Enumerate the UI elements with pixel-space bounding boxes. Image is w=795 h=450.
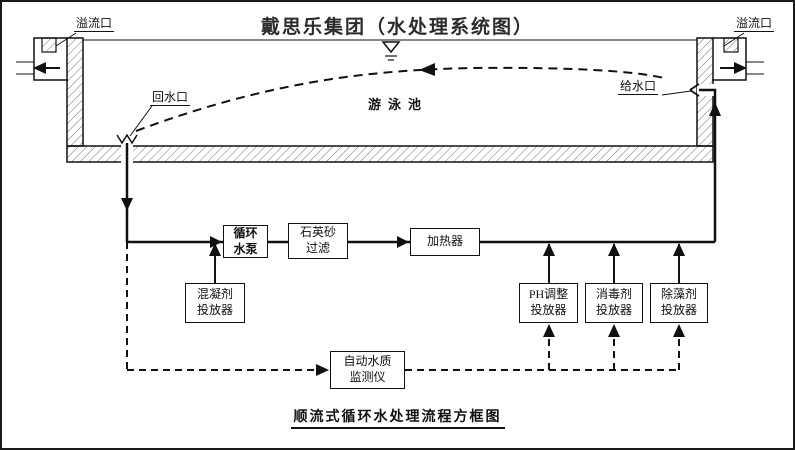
supply-nozzle-icon bbox=[689, 83, 700, 97]
pool-flow-path bbox=[135, 63, 665, 132]
flow-arrow-icon bbox=[419, 63, 435, 76]
overflow-port-left-label: 溢流口 bbox=[74, 16, 115, 32]
return-port-label: 回水口 bbox=[150, 90, 191, 106]
filter-box: 石英砂 过滤 bbox=[288, 223, 348, 259]
overflow-gutter-right bbox=[712, 37, 764, 81]
footer-caption: 顺流式循环水处理流程方框图 bbox=[290, 410, 505, 429]
footer-caption-wrap: 顺流式循环水处理流程方框图 bbox=[2, 406, 793, 429]
overflow-gutter-left bbox=[16, 37, 68, 81]
algaecide-doser-box: 除藻剂 投放器 bbox=[650, 283, 708, 323]
pump-box: 循环 水泵 bbox=[223, 225, 268, 258]
heater-box: 加热器 bbox=[410, 228, 480, 256]
water-surface-icon bbox=[83, 39, 697, 61]
ph-doser-box: PH调整 投放器 bbox=[519, 283, 578, 323]
dosing-arrowheads bbox=[209, 243, 685, 256]
diagram-title: 戴思乐集团（水处理系统图） bbox=[260, 17, 534, 38]
pool-name-label: 游泳池 bbox=[368, 97, 429, 112]
return-port-icon bbox=[116, 133, 138, 145]
pipe-arrowheads bbox=[121, 102, 721, 248]
supply-port-label: 给水口 bbox=[618, 79, 659, 95]
leader-lines bbox=[55, 32, 745, 137]
disinfectant-doser-box: 消毒剂 投放器 bbox=[585, 283, 643, 323]
control-arrowheads bbox=[316, 324, 685, 376]
overflow-port-right-label: 溢流口 bbox=[734, 16, 775, 32]
monitor-box: 自动水质 监测仪 bbox=[330, 351, 405, 389]
coagulant-doser-box: 混凝剂 投放器 bbox=[185, 283, 245, 323]
